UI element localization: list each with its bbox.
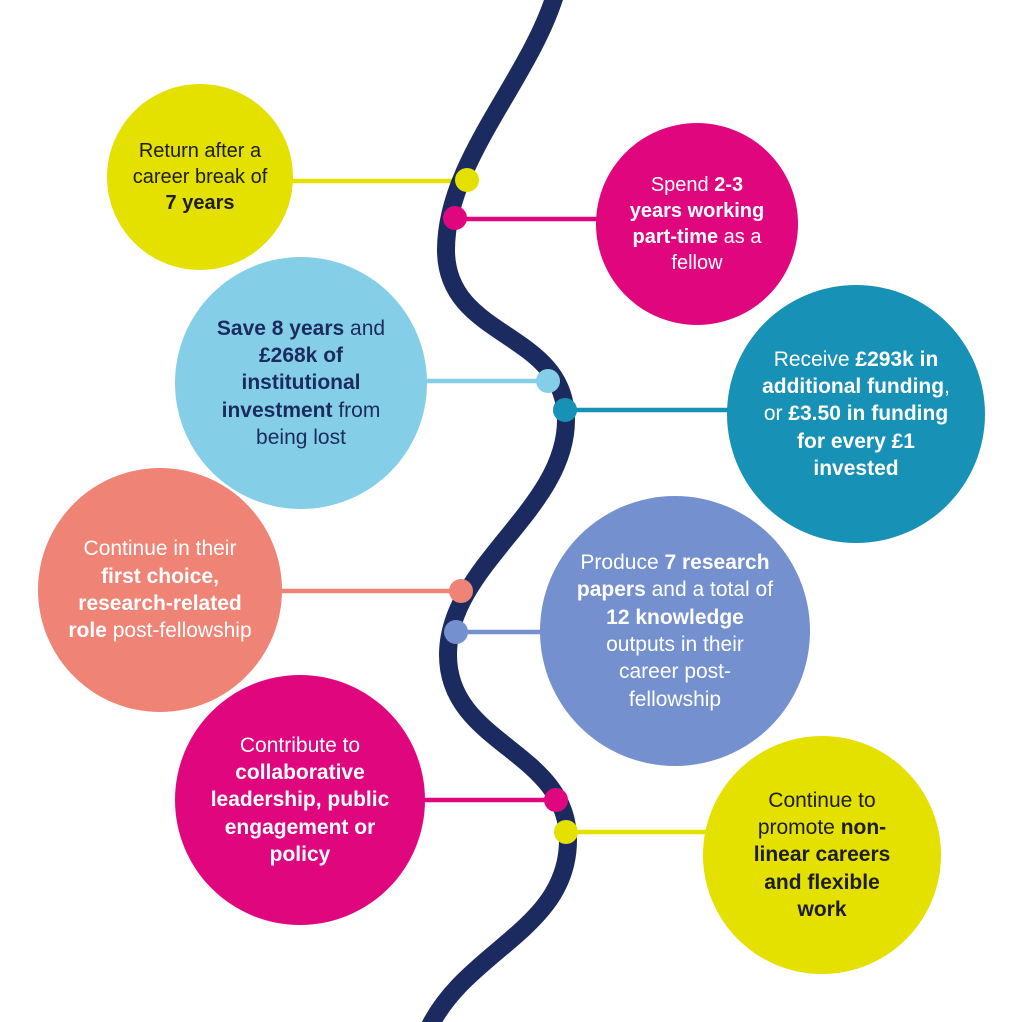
text-segment: 7 years — [165, 192, 235, 214]
text-segment: and a total of — [645, 578, 774, 602]
bubble-additional-funding: Receive £293k in additional funding, or … — [727, 285, 985, 543]
text-segment: 12 knowledge — [606, 605, 744, 629]
text-segment: 2-3 years working part-time — [629, 174, 765, 248]
node-research-papers — [444, 620, 468, 644]
bubble-non-linear-careers: Continue to promote non-linear careers a… — [703, 736, 941, 974]
node-part-time — [443, 206, 467, 230]
text-segment: Contribute to — [239, 733, 361, 757]
text-segment: collaborative leadership, public engagem… — [210, 761, 390, 866]
text-segment: Receive — [773, 347, 856, 371]
bubble-text: Receive £293k in additional funding, or … — [757, 346, 955, 482]
bubble-research-papers: Produce 7 research papers and a total of… — [540, 496, 810, 766]
text-segment: post-fellowship — [106, 619, 252, 643]
bubble-institutional-investment: Save 8 years and £268k of institutional … — [175, 257, 427, 509]
text-segment: £268k of institutional investment — [221, 344, 361, 422]
bubble-collaborative-leadership: Contribute to collaborative leadership, … — [175, 675, 425, 925]
text-segment: Spend — [650, 174, 715, 196]
bubble-text: Save 8 years and £268k of institutional … — [209, 315, 393, 451]
bubble-text: Continue in their first choice, research… — [68, 535, 252, 644]
text-segment: Continue in their — [83, 537, 237, 561]
text-segment: 7 research papers — [576, 551, 770, 602]
text-segment: outputs in their career post-fellowship — [606, 633, 744, 711]
bubble-first-choice-role: Continue in their first choice, research… — [38, 468, 282, 712]
text-segment: £293k in additional funding — [762, 347, 945, 399]
node-first-choice-role — [449, 579, 473, 603]
node-career-break — [455, 168, 479, 192]
timeline-path — [422, 0, 578, 1022]
node-institutional-investment — [536, 369, 560, 393]
text-segment: Return after a career break of — [132, 140, 268, 188]
text-segment: first choice, research-related role — [68, 564, 242, 643]
node-collaborative-leadership — [544, 788, 568, 812]
text-segment: from being lost — [256, 398, 381, 449]
text-segment: as a fellow — [671, 226, 762, 274]
text-segment: Produce — [580, 551, 665, 575]
text-segment: and — [344, 316, 386, 340]
bubble-part-time: Spend 2-3 years working part-time as a f… — [596, 123, 798, 325]
bubble-text: Contribute to collaborative leadership, … — [209, 732, 391, 868]
text-segment: Save 8 years — [216, 316, 345, 340]
text-segment: Continue to promote — [757, 788, 876, 840]
bubble-text: Spend 2-3 years working part-time as a f… — [622, 172, 772, 276]
bubble-text: Produce 7 research papers and a total of… — [576, 549, 774, 713]
text-segment: non-linear careers and flexible work — [753, 816, 891, 921]
text-segment: £3.50 in funding for every £1 invested — [788, 402, 949, 480]
bubble-career-break: Return after a career break of 7 years — [107, 84, 293, 270]
node-additional-funding — [553, 398, 577, 422]
text-segment: , or — [763, 375, 950, 426]
bubble-text: Return after a career break of 7 years — [129, 138, 271, 216]
node-non-linear-careers — [554, 820, 578, 844]
bubble-text: Continue to promote non-linear careers a… — [745, 787, 899, 923]
